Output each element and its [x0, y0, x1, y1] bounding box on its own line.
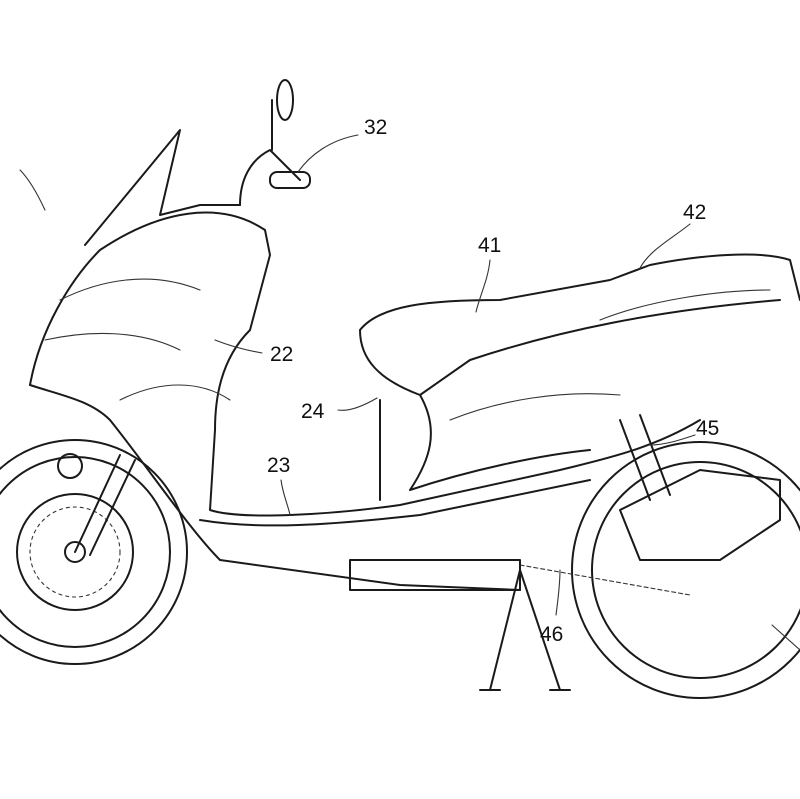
floor-panel — [199, 479, 591, 527]
drive-unit — [349, 559, 521, 591]
grip — [269, 171, 311, 189]
front-wheel — [0, 439, 188, 665]
label-23: 23 — [267, 454, 290, 477]
side-panel — [379, 394, 591, 501]
label-42: 42 — [683, 201, 706, 224]
label-24: 24 — [301, 400, 325, 423]
label-45: 45 — [696, 417, 719, 440]
steering-column — [239, 149, 301, 206]
label-32: 32 — [364, 116, 387, 139]
front-fender — [29, 384, 521, 591]
label-46: 46 — [540, 623, 563, 646]
label-41: 41 — [478, 234, 501, 257]
front-fork — [74, 454, 136, 556]
drive-chain — [519, 564, 691, 596]
headlight-lower — [57, 453, 83, 479]
mirror — [276, 79, 294, 121]
rear-wheel — [571, 441, 800, 699]
rear-shock — [619, 414, 671, 501]
center-stand — [479, 569, 571, 691]
windscreen — [84, 129, 241, 246]
muffler — [619, 469, 781, 561]
body-contours — [44, 278, 771, 421]
seat-outline — [359, 253, 800, 396]
leader-lines — [19, 134, 800, 651]
label-22: 22 — [270, 343, 293, 366]
front-body — [29, 211, 701, 517]
